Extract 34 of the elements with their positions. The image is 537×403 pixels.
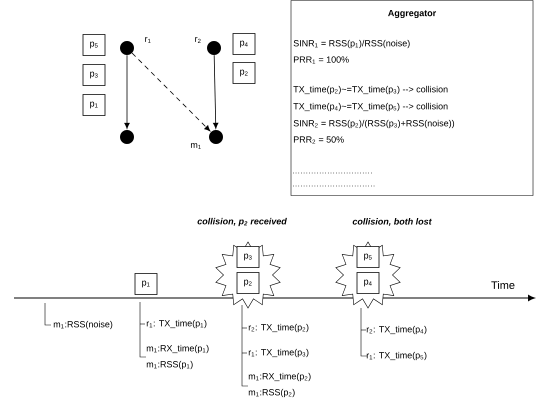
packet-box: p$_{2}$	[236, 272, 260, 294]
event-label: r$_{1}$: TX_time(p$_{1}$)	[146, 320, 206, 328]
dot	[120, 130, 134, 144]
packet-box: p$_{3}$	[82, 64, 106, 86]
dot	[209, 130, 223, 144]
packet-box: p$_{3}$	[236, 246, 260, 268]
arrow	[132, 52, 210, 132]
node-label: collision, both lost	[352, 218, 432, 226]
event-label: r$_{1}$: TX_time(p$_{3}$)	[248, 348, 308, 358]
event-label: r$_{2}$: TX_time(p$_{2}$)	[248, 324, 308, 332]
event-label: r$_{1}$: TX_time(p$_{5}$)	[366, 352, 426, 360]
packet-box: p$_{5}$	[356, 246, 380, 268]
aggregator-box: Aggregator SINR$_{1}$ = RSS(p$_{1}$)/RSS(noise) PRR$_{1}$ = 100% TX_time(p$_{2}$)~=TX_time(p$_{3}$) --> collision TX_time(p$_{4}$)~=TX_time(p$_{5}$) --> collision SINR$_{2}$ = RSS(p$_{2}$)/(RSS(p$_{3}$)+RSS(noise)) PRR$_{2}$ = 50%	[290, 0, 534, 196]
event-label: m$_{1}$:RSS(p$_{2}$)	[248, 388, 295, 398]
packet-box: p$_{4}$	[232, 33, 256, 55]
axis-label: Time	[491, 280, 514, 290]
dot	[207, 41, 221, 55]
arrow	[213, 54, 218, 129]
packet-box: p$_{1}$	[134, 273, 158, 295]
packet-box: p$_{4}$	[356, 272, 380, 294]
event-label: m$_{1}$:RX_time(p$_{2}$)	[248, 372, 311, 382]
node-label: m$_{1}$	[190, 143, 201, 149]
node-label: collision, p$_{2}$ received	[198, 218, 287, 226]
event-label: m$_{1}$:RSS(p$_{1}$)	[146, 360, 193, 370]
event-label: m$_{1}$:RSS(noise)	[54, 320, 112, 330]
node-label: r$_{1}$	[145, 37, 151, 43]
event-label: m$_{1}$:RX_time(p$_{1}$)	[146, 344, 209, 354]
packet-box: p$_{2}$	[232, 62, 256, 84]
packet-box: p$_{5}$	[82, 34, 106, 56]
arrow	[124, 54, 130, 129]
dot	[120, 41, 134, 55]
event-label: r$_{2}$: TX_time(p$_{4}$)	[366, 326, 426, 334]
packet-box: p$_{1}$	[82, 94, 106, 116]
node-label: r$_{2}$	[195, 37, 201, 43]
